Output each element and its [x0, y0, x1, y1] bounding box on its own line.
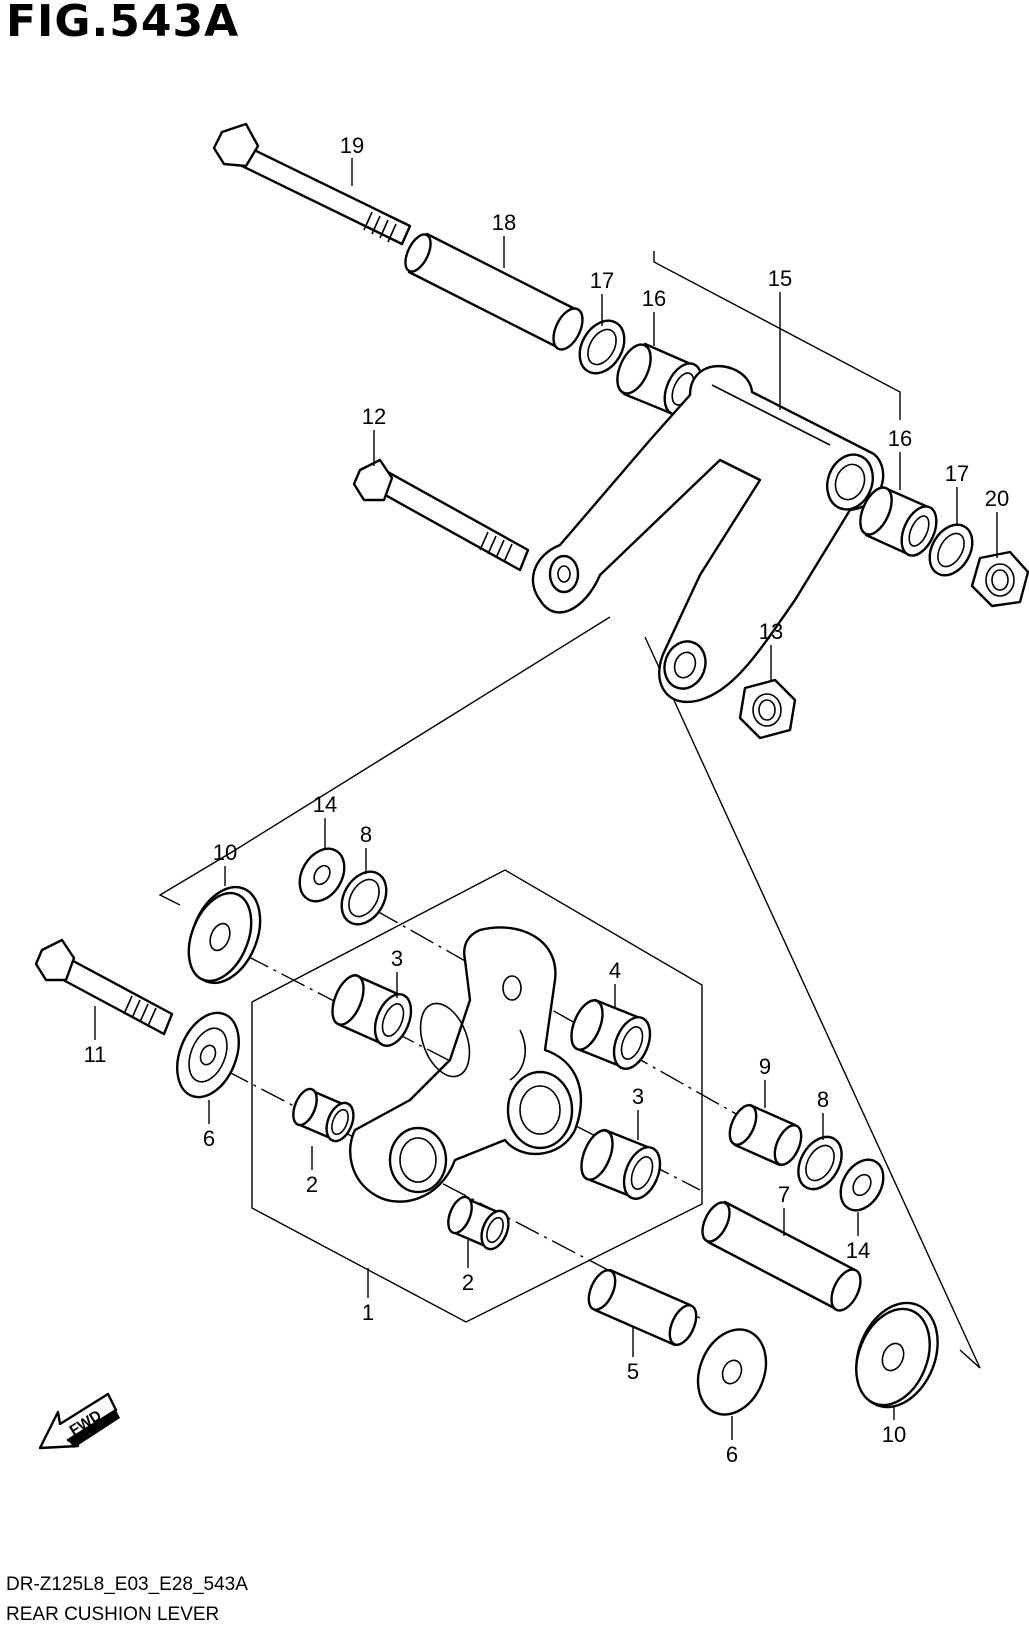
bearing-16-upper[interactable]: [611, 340, 709, 421]
callout-1: 1: [362, 1300, 374, 1325]
callout-3: 3: [632, 1084, 644, 1109]
washer-14-lower[interactable]: [832, 1152, 892, 1218]
callout-16: 16: [888, 426, 912, 451]
seal-8-lower[interactable]: [790, 1129, 851, 1196]
callout-3: 3: [391, 946, 403, 971]
callout-2: 2: [306, 1172, 318, 1197]
callout-8: 8: [817, 1087, 829, 1112]
nut-20[interactable]: [970, 550, 1029, 608]
callout-18: 18: [492, 210, 516, 235]
callout-2: 2: [462, 1270, 474, 1295]
callout-6: 6: [726, 1442, 738, 1467]
washer-6-left[interactable]: [166, 1004, 251, 1107]
washer-10-upper[interactable]: [177, 877, 274, 994]
bolt-19[interactable]: [212, 122, 412, 246]
spacer-tube-7[interactable]: [697, 1198, 867, 1315]
nut-13[interactable]: [738, 678, 797, 740]
washer-10-lower[interactable]: [842, 1291, 953, 1420]
callout-19: 19: [340, 133, 364, 158]
callout-12: 12: [362, 404, 386, 429]
cushion-rod-15[interactable]: [531, 365, 885, 703]
callout-14: 14: [846, 1238, 870, 1263]
cross-reference-line-left: [158, 616, 611, 906]
spacer-tube-18[interactable]: [400, 231, 588, 354]
callout-14: 14: [313, 792, 337, 817]
bearing-2-upper[interactable]: [289, 1086, 359, 1145]
callout-17: 17: [590, 268, 614, 293]
bearing-4[interactable]: [565, 996, 657, 1074]
callout-11: 11: [84, 1042, 107, 1067]
callout-13: 13: [759, 619, 783, 644]
callout-5: 5: [627, 1359, 639, 1384]
callout-17: 17: [945, 461, 969, 486]
seal-17-right[interactable]: [921, 517, 981, 583]
callout-10: 10: [213, 840, 237, 865]
callout-7: 7: [778, 1182, 790, 1207]
bearing-3-upper[interactable]: [326, 971, 418, 1051]
bearing-2-lower[interactable]: [444, 1194, 514, 1253]
bolt-12[interactable]: [352, 458, 530, 572]
diagram-name: REAR CUSHION LEVER: [6, 1604, 220, 1625]
callout-16: 16: [642, 286, 666, 311]
lever-group-outline: [251, 869, 703, 1323]
bearing-3-lower[interactable]: [575, 1126, 667, 1204]
seal-17-upper[interactable]: [571, 313, 634, 381]
callout-6: 6: [203, 1126, 215, 1151]
spacer-5[interactable]: [583, 1266, 701, 1348]
cross-reference-line-right: [644, 636, 981, 1369]
callout-9: 9: [759, 1054, 771, 1079]
link-group-bracket: [653, 251, 901, 420]
callout-8: 8: [360, 822, 372, 847]
callout-4: 4: [609, 958, 621, 983]
seal-8-upper[interactable]: [333, 864, 396, 932]
washer-14-upper[interactable]: [291, 841, 354, 909]
callout-20: 20: [985, 486, 1009, 511]
spacer-9[interactable]: [724, 1101, 806, 1168]
bearing-16-right[interactable]: [854, 483, 943, 561]
figure-title: FIG.543A: [6, 0, 240, 47]
callout-10: 10: [882, 1422, 906, 1447]
fwd-arrow-icon: FWD: [38, 1392, 120, 1450]
bolt-11[interactable]: [34, 938, 174, 1036]
diagram-code: DR-Z125L8_E03_E28_543A: [6, 1574, 248, 1595]
washer-6-lower[interactable]: [686, 1319, 778, 1425]
cushion-lever-1[interactable]: [348, 926, 583, 1203]
leader-lines: [94, 158, 998, 1440]
callout-15: 15: [768, 266, 792, 291]
